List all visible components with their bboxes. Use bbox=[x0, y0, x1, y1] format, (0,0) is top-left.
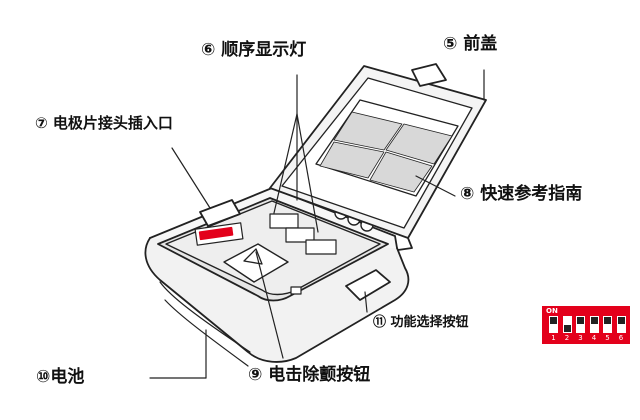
electrode-port-shape bbox=[199, 199, 241, 227]
label-function-buttons: ⑪ 功能选择按钮 bbox=[373, 315, 469, 330]
dip-switch-number: 1 bbox=[551, 334, 556, 342]
dip-switch-knob bbox=[563, 325, 571, 332]
dip-switch-knob bbox=[617, 317, 625, 324]
label-front-cover: ⑤ 前盖 bbox=[443, 34, 498, 54]
function-button-housing bbox=[345, 269, 391, 301]
quick-guide-card bbox=[315, 99, 459, 197]
dip-switch-number: 4 bbox=[591, 334, 597, 342]
dip-switch-toggle bbox=[589, 316, 599, 333]
dip-switch-number: 5 bbox=[605, 334, 610, 342]
dip-on-label: ON bbox=[546, 307, 558, 315]
dip-switch-number: 6 bbox=[618, 334, 624, 342]
top-panel bbox=[165, 200, 381, 296]
leader-lines bbox=[149, 69, 485, 379]
label-quick-guide: ⑧ 快速参考指南 bbox=[460, 184, 583, 204]
label-shock-button: ⑨ 电击除颤按钮 bbox=[248, 365, 371, 385]
label-electrode-port: ⑦ 电极片接头插入口 bbox=[35, 114, 173, 132]
dip-switch-toggle bbox=[549, 316, 558, 333]
dip-switch-toggle bbox=[603, 316, 612, 333]
dip-switch-knob bbox=[604, 317, 611, 324]
dip-switch-knob bbox=[550, 317, 557, 324]
dip-switch-knob bbox=[590, 317, 598, 324]
dip-switch-number: 2 bbox=[564, 334, 570, 342]
label-sequence-lights: ⑥ 顺序显示灯 bbox=[201, 40, 307, 60]
dip-switch-toggle bbox=[616, 316, 626, 333]
dip-switch-knob bbox=[577, 317, 584, 324]
dip-switch-number: 3 bbox=[578, 334, 583, 342]
dip-switch-toggle bbox=[562, 316, 572, 333]
dip-switch-toggle bbox=[576, 316, 585, 333]
label-battery: ⑩电池 bbox=[36, 367, 85, 387]
